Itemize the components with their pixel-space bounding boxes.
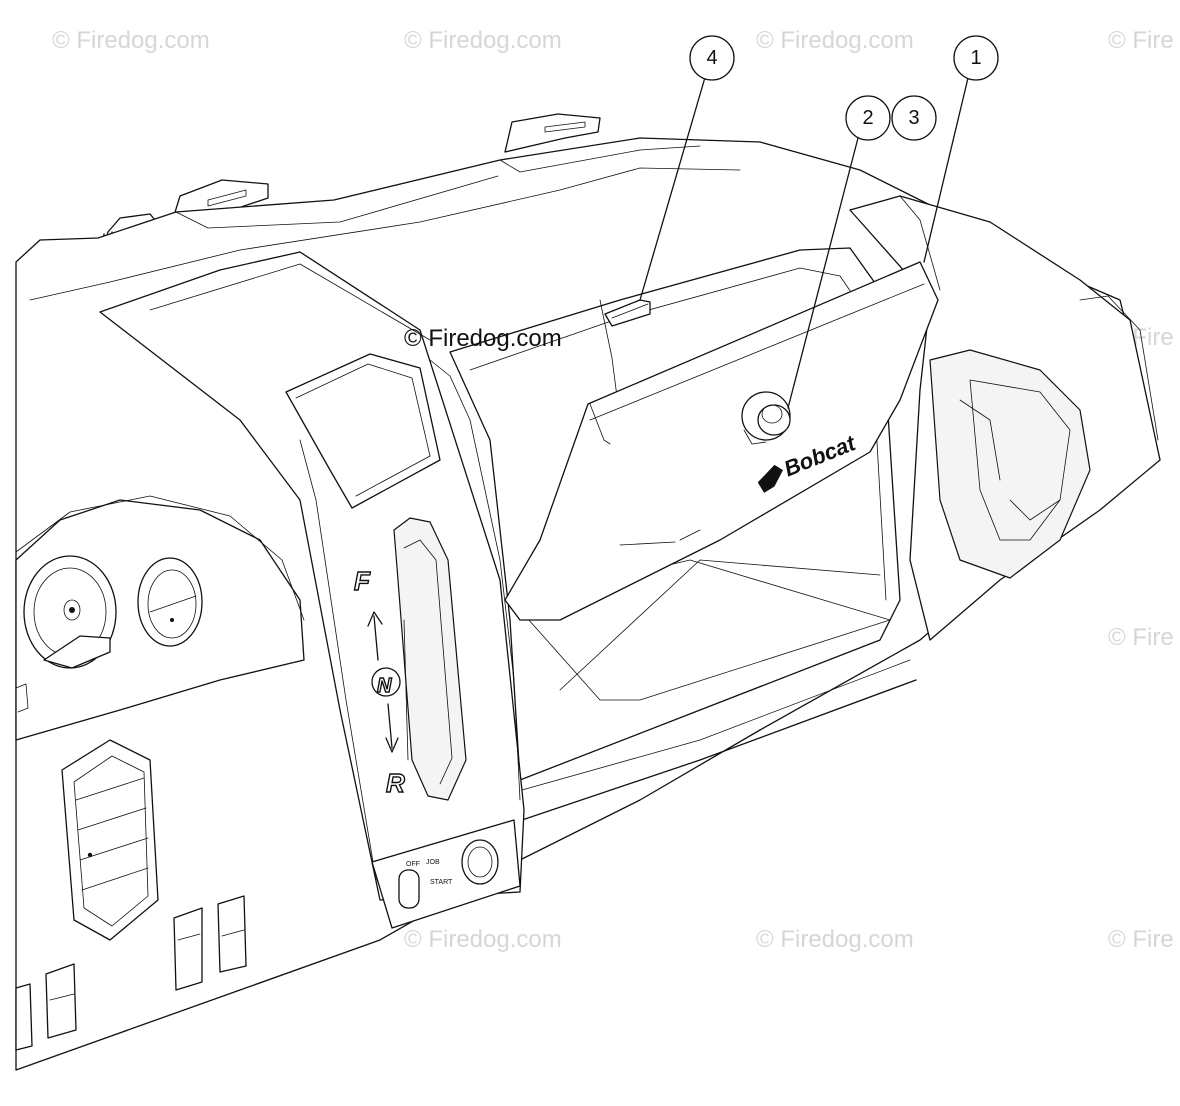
watermark: © Firedog.com xyxy=(756,27,914,54)
latch-knob xyxy=(757,404,791,436)
watermark: © Firedog.com xyxy=(52,27,210,54)
ignition-switch xyxy=(461,839,499,885)
watermark: © Fire xyxy=(1108,624,1174,651)
shift-panel: F N R OFF JOB START xyxy=(99,251,525,929)
arrow-down-icon xyxy=(385,703,399,753)
shift-slot xyxy=(393,517,467,801)
callout-3[interactable]: 3 xyxy=(891,95,937,141)
watermark: © Fire xyxy=(1108,27,1174,54)
leader-line-1 xyxy=(923,77,969,263)
watermark: © Firedog.com xyxy=(756,926,914,953)
jog-switch xyxy=(398,869,420,909)
gear-label-neutral: N xyxy=(377,675,392,697)
neutral-indicator xyxy=(371,667,401,697)
leader-line-2 xyxy=(787,137,859,409)
svg-text:2: 2 xyxy=(862,107,873,129)
rocker-switch xyxy=(217,895,247,973)
glove-box-door: Bobcat xyxy=(504,261,939,621)
gear-label-reverse: R xyxy=(386,768,405,798)
rocker-switch xyxy=(15,983,33,1051)
svg-text:1: 1 xyxy=(970,47,981,69)
callout-2[interactable]: 2 xyxy=(845,95,891,141)
rocker-switch xyxy=(45,963,77,1039)
switch-label-job: JOB xyxy=(426,859,440,866)
switch-label-start: START xyxy=(430,879,453,886)
rocker-switch xyxy=(173,907,203,991)
watermark: © Fire xyxy=(1108,926,1174,953)
svg-text:3: 3 xyxy=(908,107,919,129)
watermark: © Firedog.com xyxy=(404,27,562,54)
center-watermark: © Firedog.com xyxy=(404,325,562,352)
left-lower-panel xyxy=(15,739,247,1051)
arrow-up-icon xyxy=(367,611,383,661)
air-vent xyxy=(61,739,159,941)
watermark: © Firedog.com xyxy=(404,926,562,953)
gear-label-forward: F xyxy=(354,566,371,596)
right-side-housing xyxy=(849,195,1161,641)
callout-1[interactable]: 1 xyxy=(953,35,999,81)
latch-striker xyxy=(604,299,651,327)
switch-label-off: OFF xyxy=(406,861,420,868)
callout-4[interactable]: 4 xyxy=(689,35,735,81)
instrument-cluster xyxy=(15,495,305,741)
svg-text:4: 4 xyxy=(706,47,717,69)
leader-lines xyxy=(639,73,969,409)
leader-line-4 xyxy=(639,73,707,301)
right-gauge xyxy=(137,557,203,647)
